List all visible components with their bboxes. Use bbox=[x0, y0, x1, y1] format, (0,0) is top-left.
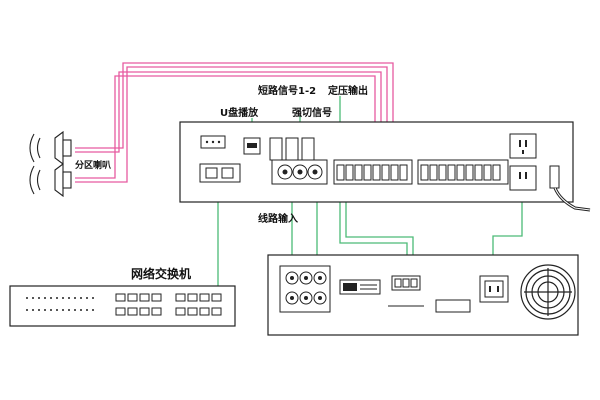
power-cord bbox=[549, 165, 591, 212]
constant-voltage-output-label: 定压输出 bbox=[328, 84, 368, 97]
output-terminal-block bbox=[333, 159, 413, 185]
power-socket-icon bbox=[479, 275, 509, 303]
amp-label-plate bbox=[339, 279, 381, 295]
power-socket-icon bbox=[509, 133, 537, 191]
usb-port bbox=[243, 137, 261, 155]
zone-terminal-block bbox=[417, 159, 509, 185]
short-circuit-signal-label: 短路信号1-2 bbox=[258, 84, 316, 97]
amplifier-rear-panel bbox=[179, 121, 591, 212]
power-amplifier-rear-panel bbox=[267, 254, 579, 336]
switch-ports bbox=[115, 293, 222, 316]
speaker-icon bbox=[29, 162, 72, 198]
line-input-label: 线路输入 bbox=[258, 212, 298, 225]
zone-speaker-label: 分区喇叭 bbox=[75, 159, 111, 171]
fan-icon bbox=[520, 264, 576, 320]
pink-wires bbox=[75, 62, 394, 183]
usb-playback-label: U盘播放 bbox=[220, 106, 259, 119]
amp-info-plate bbox=[435, 299, 471, 313]
network-switch bbox=[9, 285, 236, 327]
amp-input-jacks bbox=[279, 265, 331, 313]
amp-output-terminal bbox=[388, 275, 424, 307]
line-input-jacks bbox=[271, 159, 328, 185]
network-switch-label: 网络交换机 bbox=[131, 266, 191, 281]
signal-terminals bbox=[269, 137, 315, 161]
speaker-icon bbox=[29, 130, 72, 166]
network-port bbox=[199, 163, 241, 183]
switch-led-row bbox=[26, 297, 94, 311]
switch-signal-label: 强切信号 bbox=[292, 106, 332, 119]
